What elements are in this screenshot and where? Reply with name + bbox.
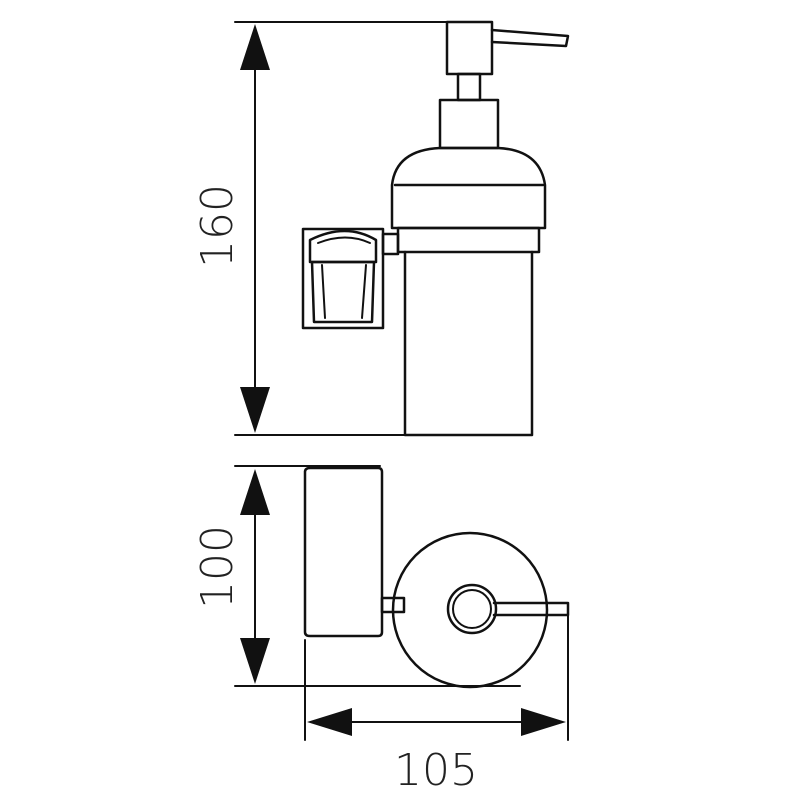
pump-head — [438, 20, 570, 150]
depth-dimension: 100 — [192, 469, 270, 684]
holder-cup-facets — [321, 264, 367, 319]
glass-container — [403, 250, 534, 437]
holder-frame — [301, 227, 385, 330]
container-disc-top — [391, 531, 549, 689]
height-dimension: 160 — [192, 24, 270, 433]
width-dimension: 105 — [307, 708, 566, 796]
lid-band — [396, 226, 541, 254]
arrow-up-icon — [240, 24, 270, 70]
holder-plate-top — [303, 466, 384, 638]
arrow-right-icon — [521, 708, 566, 736]
holder-groove — [317, 236, 371, 244]
arrow-up-icon — [240, 469, 270, 515]
width-label: 105 — [394, 745, 478, 796]
nozzle-top — [492, 601, 570, 617]
holder-connector — [381, 232, 400, 256]
holder-top-rim — [308, 229, 378, 264]
pump-stem-inner-top — [452, 589, 492, 629]
arrow-left-icon — [307, 708, 352, 736]
arrow-down-icon — [240, 387, 270, 433]
pump-nozzle — [490, 28, 570, 48]
height-label: 160 — [192, 184, 243, 268]
pump-collar — [438, 98, 500, 150]
side-view: 160 — [192, 20, 570, 437]
wall-holder — [301, 227, 400, 330]
depth-label: 100 — [192, 525, 243, 609]
arrow-down-icon — [240, 638, 270, 684]
pump-stem-top — [446, 583, 498, 635]
top-view: 100 105 — [192, 465, 570, 796]
lid-dome — [390, 146, 547, 230]
pump-cap — [445, 20, 494, 76]
pump-stem — [456, 72, 482, 102]
holder-cup — [310, 260, 376, 324]
